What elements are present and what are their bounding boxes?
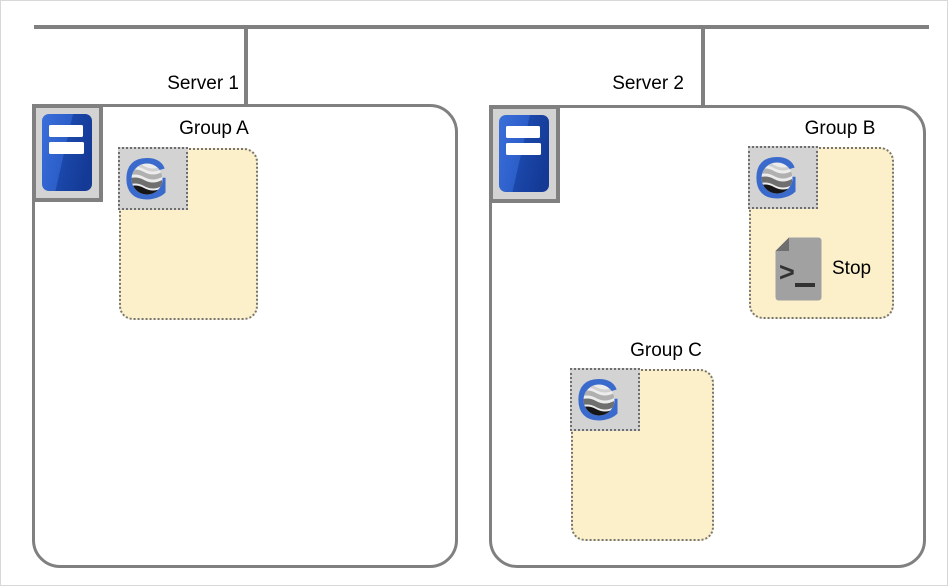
job-label: Stop <box>832 258 872 279</box>
group-globe-icon <box>120 149 186 208</box>
group-b-label: Group B <box>804 118 876 139</box>
shell-script-icon <box>775 237 822 301</box>
group-globe-icon[interactable] <box>118 147 188 210</box>
group-globe-icon <box>750 148 816 207</box>
group-globe-icon[interactable] <box>570 368 640 431</box>
server2-connector-line <box>701 27 705 107</box>
server1-connector-line <box>244 27 248 106</box>
server-tower-icon[interactable] <box>489 105 560 203</box>
group-c-label: Group C <box>630 340 702 361</box>
server2-label: Server 2 <box>612 73 684 94</box>
group-globe-icon <box>572 370 638 429</box>
job-item-stop[interactable]: Stop <box>774 236 871 302</box>
server-tower-icon <box>42 114 92 191</box>
group-globe-icon[interactable] <box>748 146 818 209</box>
group-a-label: Group A <box>179 118 249 139</box>
server-tower-icon <box>499 115 549 192</box>
network-bus-line <box>34 25 929 29</box>
server1-label: Server 1 <box>167 73 239 94</box>
server-tower-icon[interactable] <box>32 104 103 202</box>
